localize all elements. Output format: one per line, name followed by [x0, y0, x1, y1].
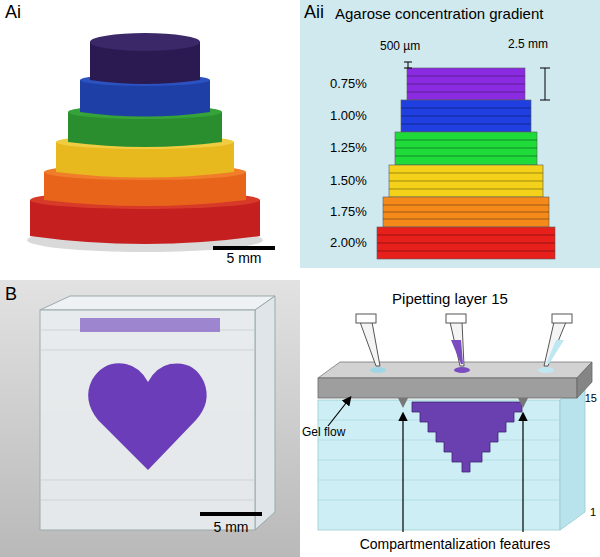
panel-title: Agarose concentration gradient	[335, 5, 543, 22]
scale-bar-label: 5 mm	[227, 250, 262, 266]
gradient-bands	[377, 68, 555, 259]
scale-bar-label: 5 mm	[214, 519, 249, 535]
dimension-label: 500 µm	[380, 40, 420, 54]
layer-number: 15	[585, 392, 597, 405]
schematic-panel	[300, 0, 600, 268]
concentration-label: 1.00%	[330, 109, 367, 124]
panel-letter: Ai	[5, 2, 21, 23]
layer-number: 1	[590, 506, 596, 519]
dimension-brackets	[404, 62, 550, 100]
dimension-label: 2.5 mm	[508, 38, 548, 52]
heart-gel-photo	[0, 280, 300, 557]
concentration-label: 0.75%	[330, 77, 367, 92]
panel-letter: Aii	[304, 2, 324, 23]
layer-schematic	[318, 314, 592, 532]
flow-label: Gel flow	[302, 426, 345, 440]
panel-title: Pipetting layer 15	[392, 290, 508, 307]
panel-letter: B	[5, 284, 17, 305]
rainbow-gel-photo	[27, 33, 275, 252]
concentration-label: 1.75%	[330, 205, 367, 220]
callout-label: Compartmentalization features	[360, 536, 551, 552]
concentration-label: 2.00%	[330, 236, 367, 251]
concentration-label: 1.25%	[330, 141, 367, 156]
concentration-label: 1.50%	[330, 174, 367, 189]
